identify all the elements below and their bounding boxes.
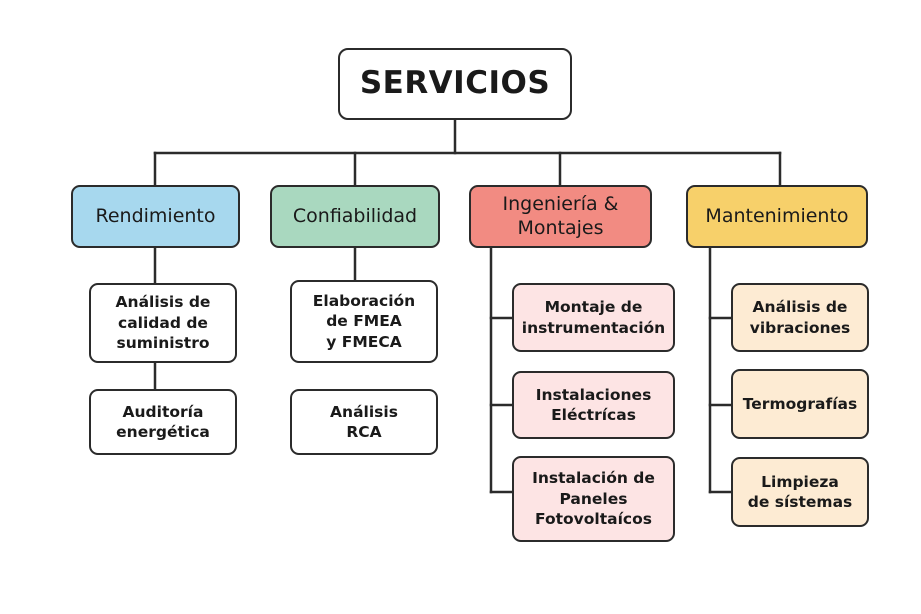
item-auditoria-energetica: Auditoría energética <box>89 389 237 455</box>
item-limpieza-sistemas: Limpieza de sístemas <box>731 457 869 527</box>
item-instalacion-paneles-fotovoltaicos: Instalación de Paneles Fotovoltaícos <box>512 456 675 542</box>
category-mantenimiento: Mantenimiento <box>686 185 868 248</box>
item-montaje-instrumentacion: Montaje de instrumentación <box>512 283 675 352</box>
item-analisis-vibraciones: Análisis de vibraciones <box>731 283 869 352</box>
category-confiabilidad: Confiabilidad <box>270 185 440 248</box>
root-node-servicios: SERVICIOS <box>338 48 572 120</box>
item-analisis-rca: Análisis RCA <box>290 389 438 455</box>
category-rendimiento: Rendimiento <box>71 185 240 248</box>
item-elaboracion-fmea-fmeca: Elaboración de FMEA y FMECA <box>290 280 438 363</box>
item-instalaciones-electricas: Instalaciones Eléctrícas <box>512 371 675 439</box>
item-termografias: Termografías <box>731 369 869 439</box>
category-ingenieria-montajes: Ingeniería & Montajes <box>469 185 652 248</box>
item-analisis-calidad-suministro: Análisis de calidad de suministro <box>89 283 237 363</box>
